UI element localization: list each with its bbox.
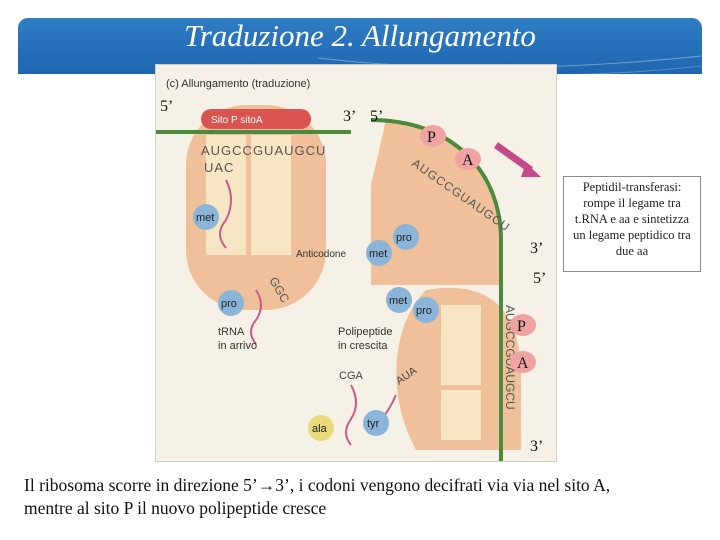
label-A-top: A bbox=[462, 152, 474, 169]
pro-mid-label: pro bbox=[396, 232, 412, 244]
codon-cga: CGA bbox=[339, 370, 364, 382]
pro-bottom-label: pro bbox=[416, 305, 432, 317]
tyr-ball bbox=[363, 410, 389, 436]
ala-label: ala bbox=[312, 423, 328, 435]
pro-ball-bottom bbox=[413, 297, 439, 323]
label-5prime-topleft: 5’ bbox=[160, 98, 173, 115]
anticodon-top-seq: UAC bbox=[204, 160, 234, 175]
p-site-bubble-bottom bbox=[510, 314, 536, 336]
trna-top bbox=[219, 179, 232, 249]
trna-label-1: tRNA bbox=[218, 326, 245, 338]
label-3prime-bottom: 3’ bbox=[530, 438, 543, 455]
trna-cga bbox=[345, 384, 357, 446]
label-3prime-top: 3’ bbox=[343, 108, 356, 125]
site-bar bbox=[201, 109, 311, 129]
right-arrow-icon: → bbox=[257, 475, 276, 495]
figure-heading: (c) Allungamento (traduzione) bbox=[166, 78, 310, 90]
slide-title: Traduzione 2. Allungamento bbox=[184, 18, 536, 53]
met-ball-top bbox=[193, 204, 219, 230]
a-site-bubble-bottom bbox=[510, 351, 536, 373]
caption-line1-end: 3’, i codoni vengono decifrati via via n… bbox=[275, 475, 611, 495]
direction-arrowhead bbox=[521, 163, 541, 177]
pro-ball-incoming bbox=[218, 290, 244, 316]
translation-figure: (c) Allungamento (traduzione) Sito P sit… bbox=[155, 64, 557, 462]
label-3prime-mid: 3’ bbox=[530, 240, 543, 257]
site-label: Sito P sitoA bbox=[211, 115, 263, 126]
a-site-column bbox=[251, 135, 291, 255]
p-site-bubble-top bbox=[420, 125, 446, 147]
poly-label-1: Polipeptide bbox=[338, 326, 392, 338]
caption-line1-start: Il ribosoma scorre in direzione 5’ bbox=[24, 475, 258, 495]
figure-svg: (c) Allungamento (traduzione) Sito P sit… bbox=[156, 78, 541, 461]
caption-line2: mentre al sito P il nuovo polipeptide cr… bbox=[24, 498, 327, 518]
pro-incoming-label: pro bbox=[221, 298, 237, 310]
pro-ball-mid bbox=[393, 224, 419, 250]
a-site-bubble-top bbox=[455, 148, 481, 170]
anticodon-label: Anticodone bbox=[296, 249, 346, 260]
label-A-bottom: A bbox=[517, 355, 529, 372]
caption: Il ribosoma scorre in direzione 5’→3’, i… bbox=[24, 474, 714, 520]
label-5prime-mid: 5’ bbox=[533, 270, 546, 287]
a-site-bottom bbox=[441, 390, 481, 440]
peptidyl-transferase-callout: Peptidil-transferasi: rompe il legame tr… bbox=[563, 176, 701, 272]
label-P-top: P bbox=[427, 129, 436, 146]
poly-label-2: in crescita bbox=[338, 340, 388, 352]
met-ball-bottom bbox=[386, 287, 412, 313]
label-5prime-top2: 5’ bbox=[370, 108, 383, 125]
trna-incoming bbox=[250, 289, 262, 345]
met-mid-label: met bbox=[369, 248, 387, 260]
trna-label-2: in arrivo bbox=[218, 340, 257, 352]
met-top-label: met bbox=[196, 212, 214, 224]
met-bottom-label: met bbox=[389, 295, 407, 307]
ala-ball bbox=[308, 415, 334, 441]
p-site-column bbox=[206, 135, 246, 255]
mrna-top-seq: AUGCCGUAUGCU bbox=[201, 143, 326, 158]
label-P-bottom: P bbox=[517, 318, 526, 335]
p-site-bottom bbox=[441, 305, 481, 385]
met-ball-mid bbox=[366, 240, 392, 266]
tyr-label: tyr bbox=[367, 418, 380, 430]
